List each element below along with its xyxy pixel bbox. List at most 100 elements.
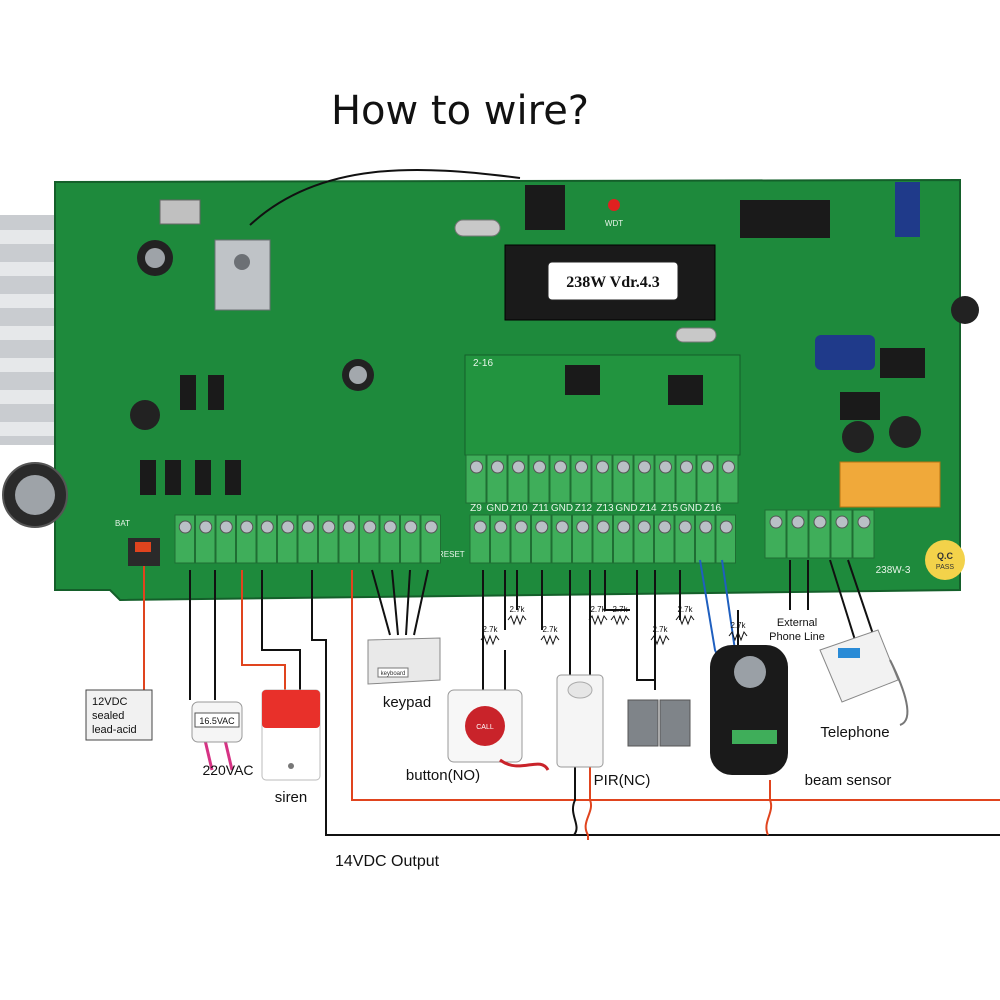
terminal-screw (379, 514, 400, 564)
button-face-label: CALL (476, 724, 494, 731)
resistor: 2.7k (675, 605, 695, 626)
terminal-screw (277, 514, 298, 564)
model-label: 238W-3 (876, 565, 911, 576)
button-device: CALL button(NO) (406, 689, 550, 784)
resistor: 2.7k (480, 625, 500, 646)
terminal-screw (551, 514, 572, 564)
terminal-screw (549, 454, 571, 504)
wdt-label: WDT (605, 219, 623, 228)
zone-terminal-label: Z14 (639, 503, 657, 514)
transformer-device: 16.5VAC 220VAC (191, 701, 254, 778)
terminal-screw (717, 454, 739, 504)
telephone-device: Telephone (819, 629, 909, 741)
resistor: 2.7k (540, 625, 560, 646)
resistor: 2.7k (588, 605, 608, 626)
terminal-screw (256, 514, 277, 564)
terminal-screw (528, 454, 550, 504)
terminal-screw (674, 514, 695, 564)
resistor: 2.7k (610, 605, 630, 626)
qc-badge: Q.C (937, 551, 954, 561)
zone-terminal-label: GND (680, 503, 702, 514)
terminal-blocks (174, 454, 875, 564)
resistor: 2.7k (507, 605, 527, 626)
resistor-value: 2.7k (482, 625, 498, 634)
terminal-screw (654, 454, 676, 504)
terminal-screw (338, 514, 359, 564)
sub-board-label: 2-16 (473, 358, 493, 369)
button-label: button(NO) (406, 767, 480, 784)
resistor-value: 2.7k (652, 625, 668, 634)
phone-line-line1: External (777, 617, 817, 629)
terminal-screw (612, 454, 634, 504)
zone-terminal-label: Z12 (575, 503, 593, 514)
terminal-screw (592, 514, 613, 564)
terminal-screw (633, 514, 654, 564)
resistor-value: 2.7k (542, 625, 558, 634)
zone-terminal-label: Z13 (596, 503, 614, 514)
qc-badge-sub: PASS (936, 564, 954, 571)
battery-line1: 12VDC (92, 696, 128, 708)
zone-terminal-label: GND (486, 503, 508, 514)
terminal-screw (469, 514, 490, 564)
pir-label: PIR(NC) (594, 772, 651, 789)
output-label: 14VDC Output (335, 853, 440, 870)
terminal-screw (318, 514, 339, 564)
reset-label: RESET (438, 550, 465, 559)
terminal-screw (695, 514, 716, 564)
battery-line3: lead-acid (92, 724, 137, 736)
zone-terminal-label: Z11 (532, 503, 549, 514)
terminal-screw (830, 509, 853, 559)
resistor-value: 2.7k (612, 605, 628, 614)
terminal-screw (613, 514, 634, 564)
keypad-device: keyboard keypad (367, 637, 441, 711)
beam-sensor-device: beam sensor (710, 645, 891, 789)
terminal-screw (195, 514, 216, 564)
zone-terminal-label: GND (551, 503, 573, 514)
terminal-screw (696, 454, 718, 504)
resistor-value: 2.7k (590, 605, 606, 614)
terminal-screw (572, 514, 593, 564)
zone-terminal-label: GND (615, 503, 637, 514)
resistor-value: 2.7k (730, 621, 746, 630)
terminal-screw (400, 514, 421, 564)
battery-device: 12VDC sealed lead-acid (85, 689, 153, 741)
chip-label: 238W Vdr.4.3 (566, 274, 660, 291)
phone-line-label: External Phone Line (769, 617, 825, 643)
transformer-input: 220VAC (202, 762, 253, 778)
terminal-screw (633, 454, 655, 504)
terminal-screw (215, 514, 236, 564)
terminal-screw (297, 514, 318, 564)
terminal-screw (510, 514, 531, 564)
terminal-screw (570, 454, 592, 504)
terminal-screw (174, 514, 195, 564)
terminal-screw (359, 514, 380, 564)
resistor: 2.7k (728, 621, 748, 642)
keypad-face-label: keyboard (381, 671, 406, 677)
terminal-screw (490, 514, 511, 564)
siren-device: siren (261, 689, 321, 806)
terminal-screw (715, 514, 736, 564)
keypad-label: keypad (383, 694, 431, 711)
resistor: 2.7k (650, 625, 670, 646)
terminal-screw (420, 514, 441, 564)
transformer-rating: 16.5VAC (199, 716, 235, 726)
terminal-screw (486, 454, 508, 504)
battery-line2: sealed (92, 710, 124, 722)
resistor-value: 2.7k (677, 605, 693, 614)
terminal-screw (675, 454, 697, 504)
zone-terminal-label: Z16 (704, 503, 722, 514)
terminal-screw (852, 509, 875, 559)
beam-label: beam sensor (805, 772, 892, 789)
zone-terminal-label: Z9 (470, 503, 482, 514)
terminal-screw (654, 514, 675, 564)
siren-label: siren (275, 789, 308, 806)
resistor-value: 2.7k (509, 605, 525, 614)
terminal-screw (531, 514, 552, 564)
terminal-screw (591, 454, 613, 504)
terminal-screw (786, 509, 809, 559)
door-contact-device (627, 699, 691, 747)
terminal-screw (465, 454, 487, 504)
pir-device: PIR(NC) (556, 674, 651, 789)
telephone-label: Telephone (820, 724, 889, 741)
